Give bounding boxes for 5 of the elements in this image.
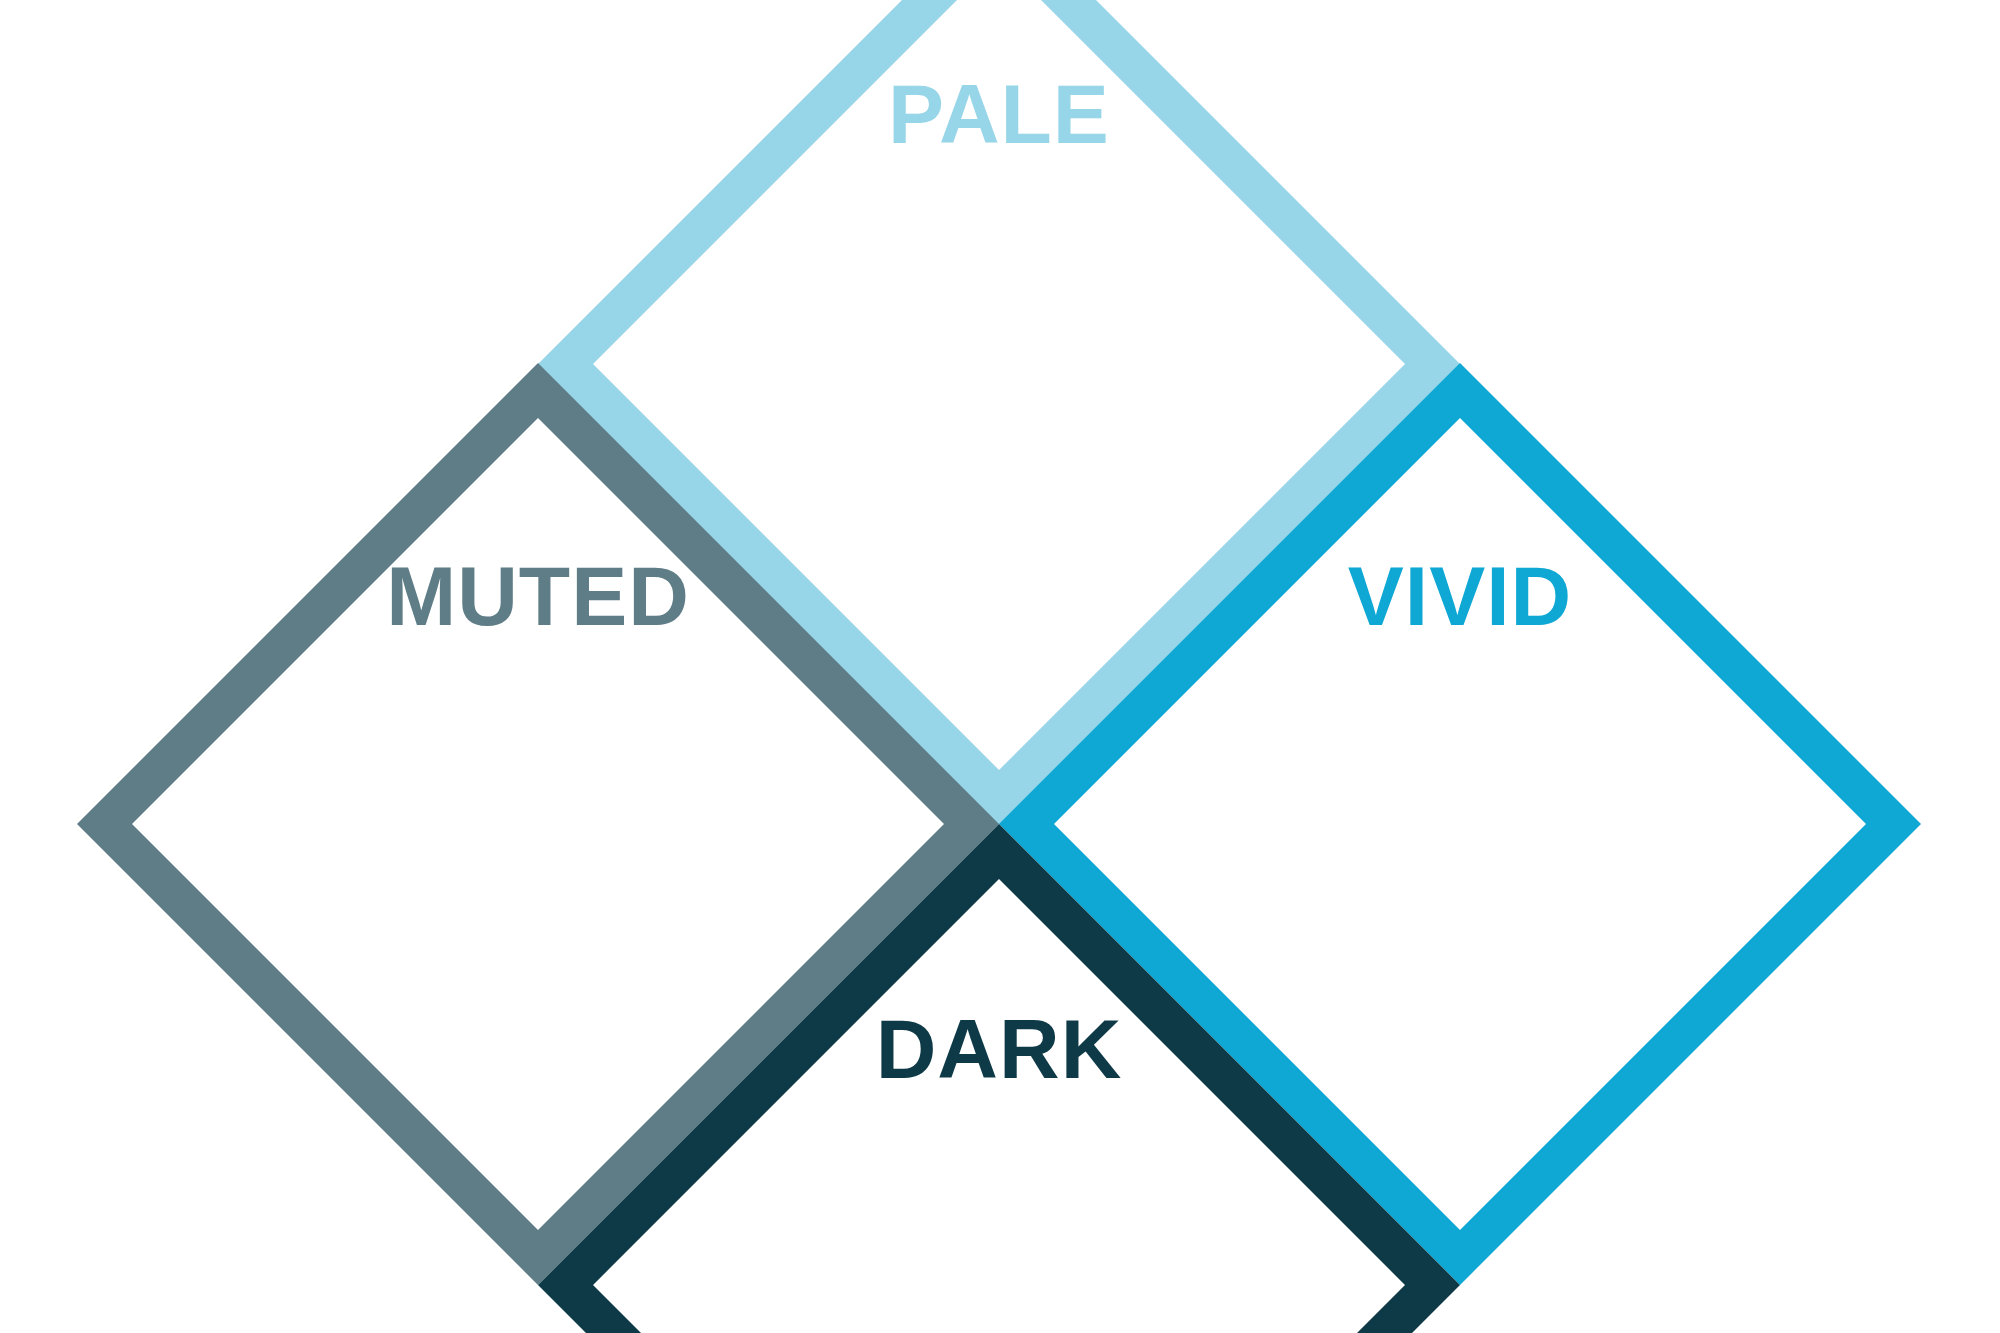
tone-label: VIVID [1347,554,1573,638]
tone-label: PALE [888,72,1110,156]
tone-label: DARK [875,1007,1123,1091]
tone-label: MUTED [386,554,690,638]
diamond-outline [538,824,1460,1333]
